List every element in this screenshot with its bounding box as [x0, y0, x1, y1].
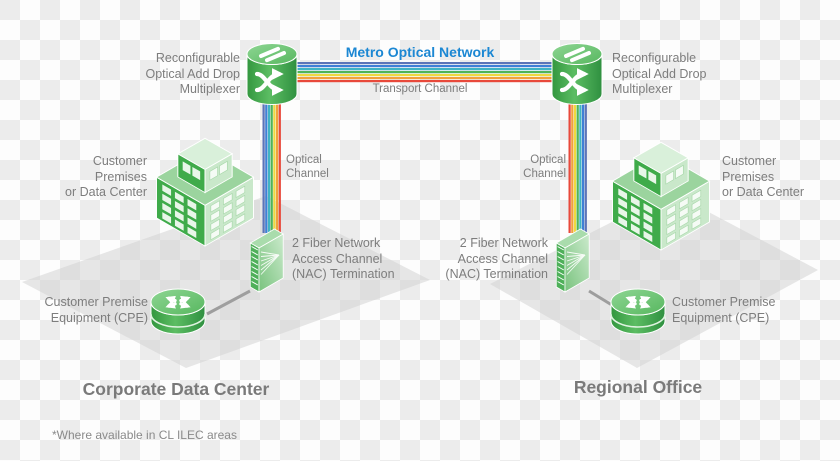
roadm-icon-right: [552, 44, 602, 105]
roadm-label-left: Reconfigurable Optical Add Drop Multiple…: [100, 51, 241, 98]
transport-channel-fibers: [292, 62, 558, 83]
footnote: *Where available in CL ILEC areas: [52, 428, 237, 442]
cpe-label-line: Customer Premise: [672, 295, 776, 309]
nac-label-right: 2 Fiber Network Access Channel (NAC) Ter…: [436, 236, 548, 283]
cpe-label-line: Equipment (CPE): [50, 310, 148, 325]
optical-channel-label-left: Optical Channel: [286, 154, 329, 180]
nac-label-line: 2 Fiber Network: [459, 236, 548, 250]
optical-channel-fibers-left: [262, 104, 281, 233]
roadm-label-line: Optical Add Drop: [145, 66, 241, 81]
nac-label-line: Access Channel: [457, 251, 548, 266]
network-title: Metro Optical Network: [345, 44, 495, 60]
roadm-label-line: Reconfigurable: [612, 51, 697, 65]
premises-label-line: Premises: [722, 169, 775, 184]
roadm-label-line: Multiplexer: [612, 82, 673, 96]
premises-label-line: Premises: [94, 169, 147, 184]
nac-label-line: 2 Fiber Network: [292, 236, 381, 250]
cpe-router-icon-right: [611, 289, 665, 334]
roadm-label-line: Optical Add Drop: [612, 66, 707, 81]
cpe-label-line: Equipment (CPE): [672, 310, 770, 325]
site-name-left: Corporate Data Center: [82, 379, 270, 399]
premises-label-line: Customer: [92, 154, 147, 168]
cpe-label-line: Customer Premise: [44, 295, 149, 309]
nac-label-left: 2 Fiber Network Access Channel (NAC) Ter…: [292, 236, 404, 283]
cpe-router-icon-left: [151, 289, 205, 334]
cpe-nac-link-left: [206, 289, 251, 316]
optical-channel-fibers-right: [568, 104, 587, 233]
platform-corporate-data-center: [22, 196, 430, 368]
optical-channel-label-right: Optical Channel: [523, 154, 566, 180]
roadm-label-line: Reconfigurable: [155, 51, 240, 65]
nac-label-line: (NAC) Termination: [445, 267, 548, 281]
nac-label-line: Access Channel: [292, 251, 383, 266]
roadm-label-right: Reconfigurable Optical Add Drop Multiple…: [612, 51, 752, 98]
platform-regional-office: [490, 192, 818, 368]
transport-channel-label: Transport Channel: [372, 83, 468, 95]
premises-label-line: or Data Center: [65, 185, 147, 199]
premises-label-left: Customer Premises or Data Center: [27, 154, 147, 201]
premises-label-line: or Data Center: [722, 185, 804, 199]
cpe-label-left: Customer Premise Equipment (CPE): [28, 295, 149, 326]
roadm-icon-left: [247, 44, 297, 105]
nac-label-line: (NAC) Termination: [292, 267, 395, 281]
roadm-label-line: Multiplexer: [179, 82, 240, 96]
cpe-label-right: Customer Premise Equipment (CPE): [672, 295, 792, 326]
premises-label-line: Customer: [722, 154, 777, 168]
site-name-right: Regional Office: [573, 377, 703, 397]
premises-label-right: Customer Premises or Data Center: [722, 154, 840, 201]
